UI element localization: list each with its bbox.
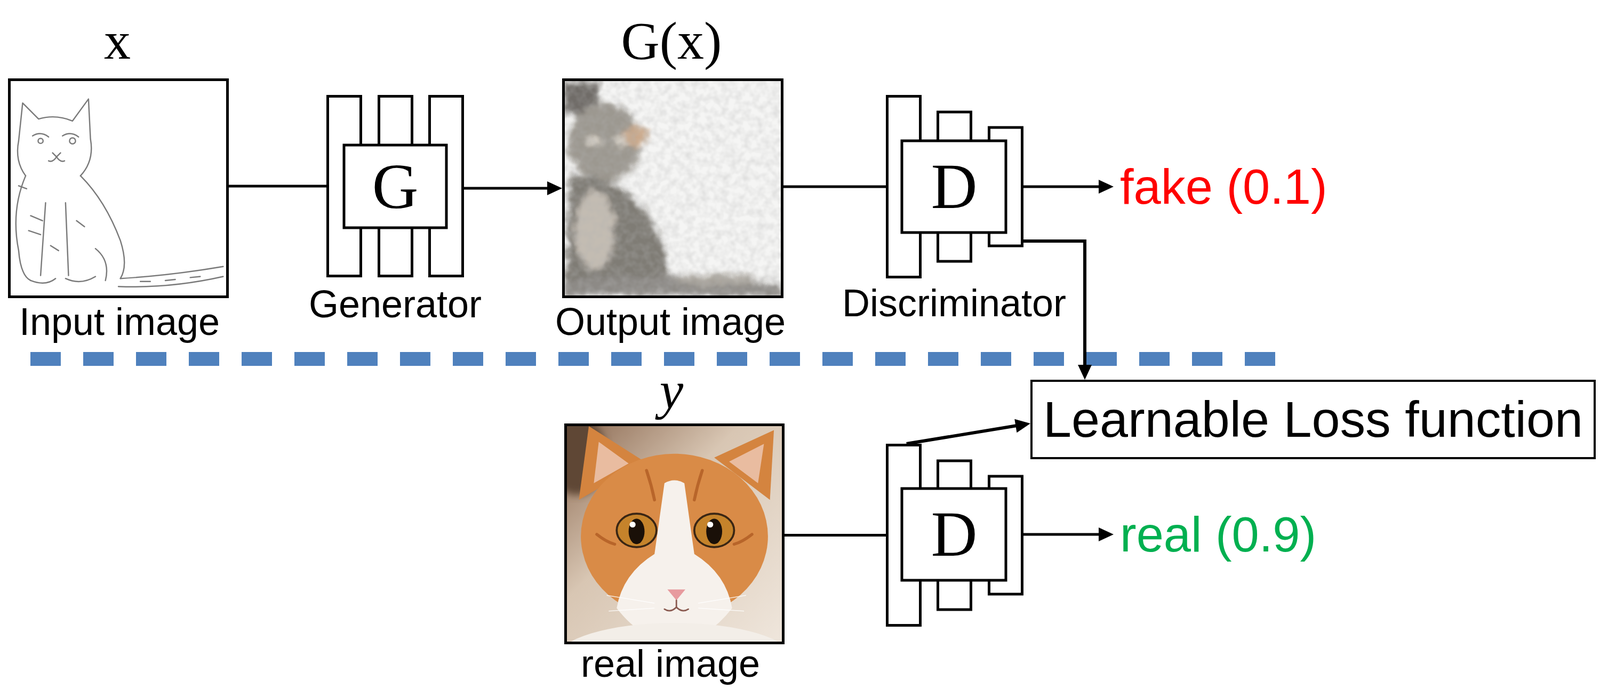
real-image: yreal image bbox=[564, 423, 785, 645]
generated-image bbox=[564, 81, 781, 296]
input-image: xInput image bbox=[8, 78, 229, 299]
image-symbol: x bbox=[104, 14, 131, 68]
connector-line bbox=[783, 185, 886, 189]
block-letter: D bbox=[931, 154, 978, 219]
verdict-label: real (0.9) bbox=[1120, 509, 1317, 559]
discriminator-block: DDiscriminator bbox=[885, 94, 1024, 279]
connector bbox=[228, 186, 327, 187]
connector bbox=[906, 419, 1031, 444]
arrow-head bbox=[1077, 364, 1092, 380]
cat-sketch bbox=[10, 81, 227, 296]
image-symbol: G(x) bbox=[621, 14, 723, 68]
output-arrow bbox=[1023, 527, 1114, 542]
discriminator-block: D bbox=[885, 443, 1024, 627]
connector-line bbox=[906, 425, 1019, 444]
connector bbox=[464, 181, 563, 196]
arrow-head bbox=[547, 181, 563, 196]
connector-line bbox=[228, 185, 327, 188]
connector bbox=[784, 534, 886, 536]
box-label: Learnable Loss function bbox=[1043, 394, 1583, 445]
loss-box: Learnable Loss function bbox=[1030, 379, 1596, 460]
connector-line bbox=[784, 533, 886, 537]
connector bbox=[783, 186, 886, 188]
block-letter: D bbox=[931, 502, 978, 567]
image-symbol: y bbox=[659, 364, 684, 418]
block-caption: Generator bbox=[308, 284, 482, 324]
cat-photo bbox=[566, 426, 782, 642]
arrow-head bbox=[1014, 419, 1031, 434]
image-caption: real image bbox=[580, 644, 760, 683]
image-caption: Output image bbox=[555, 302, 786, 341]
generator-block: GGenerator bbox=[326, 94, 464, 278]
verdict-label: fake (0.1) bbox=[1120, 162, 1328, 212]
block-letter: G bbox=[372, 154, 419, 219]
connector-line bbox=[464, 187, 550, 190]
output-image: G(x)Output image bbox=[562, 78, 784, 299]
output-arrow bbox=[1023, 179, 1114, 194]
block-caption: Discriminator bbox=[842, 283, 1067, 323]
image-caption: Input image bbox=[19, 302, 220, 341]
